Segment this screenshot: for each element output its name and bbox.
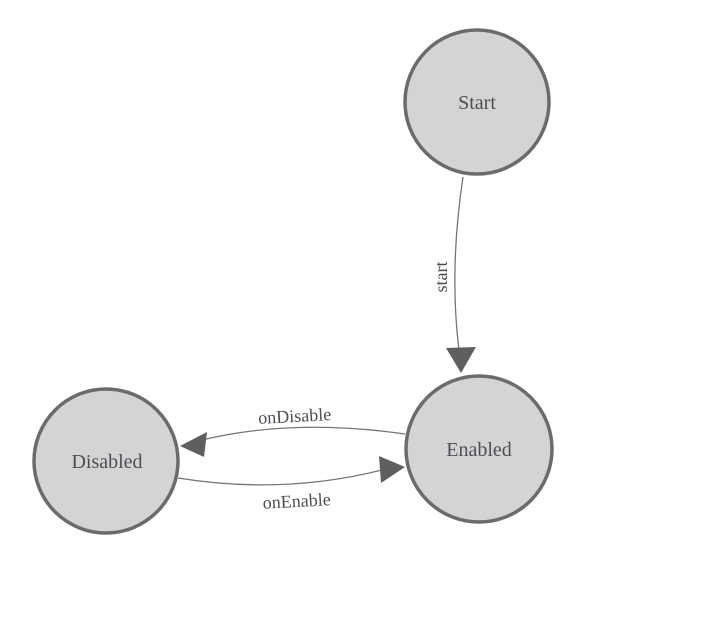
node-disabled: Disabled: [32, 387, 180, 535]
edge-label-ondisable: onDisable: [258, 404, 332, 428]
edge-line-start-to-enabled[interactable]: [454, 176, 464, 351]
node-enabled-label: Enabled: [446, 439, 512, 461]
node-start: Start: [403, 28, 551, 176]
edge-label-start: start: [431, 262, 451, 293]
edge-label-onenable: onEnable: [262, 489, 331, 513]
node-enabled-circle[interactable]: [404, 374, 554, 524]
arrowhead-enabled-to-disabled-icon: [180, 432, 207, 457]
edge-line-disabled-to-enabled[interactable]: [177, 469, 383, 486]
edge-enabled-to-disabled: onDisable: [180, 404, 406, 457]
arrowhead-disabled-to-enabled-icon: [379, 456, 405, 483]
node-disabled-circle[interactable]: [32, 387, 180, 535]
node-start-label: Start: [458, 92, 496, 114]
node-enabled: Enabled: [404, 374, 554, 524]
edge-start-to-enabled: start: [431, 176, 476, 373]
edge-line-enabled-to-disabled[interactable]: [201, 426, 406, 441]
node-disabled-label: Disabled: [71, 451, 142, 473]
node-start-circle[interactable]: [403, 28, 551, 176]
edge-disabled-to-enabled: onEnable: [177, 456, 405, 513]
arrowhead-start-to-enabled-icon: [446, 347, 476, 373]
